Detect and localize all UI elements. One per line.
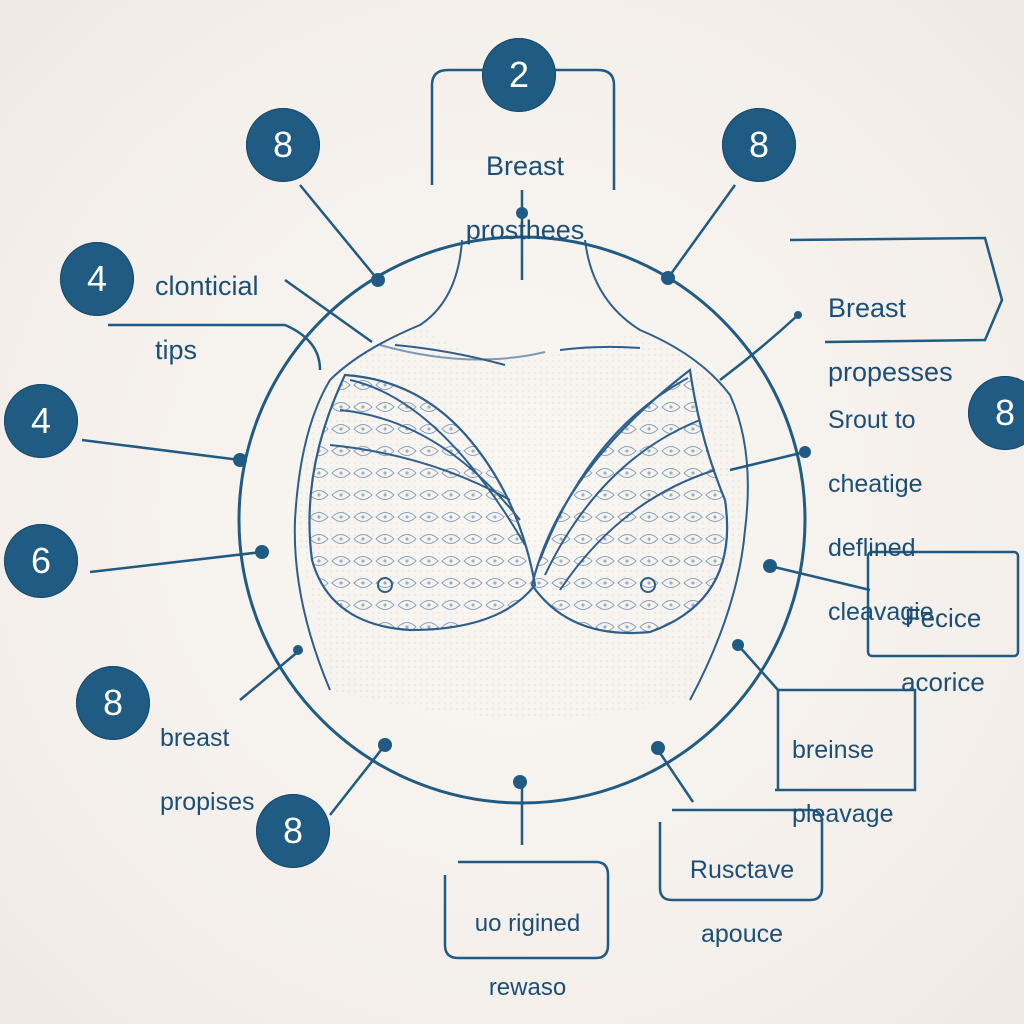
left-cup-sketch bbox=[308, 373, 537, 632]
label-upper-left: clonticial tips bbox=[155, 238, 259, 398]
label-right-lower: breinse pleavage bbox=[792, 702, 893, 862]
badge-left-1: 4 bbox=[60, 242, 134, 316]
badge-left-3: 6 bbox=[4, 524, 78, 598]
label-right-lower-line2: pleavage bbox=[792, 800, 894, 828]
label-bottom-right-line1: Rusctave bbox=[689, 856, 795, 884]
label-frames bbox=[430, 68, 1020, 960]
badge-upper-right: 8 bbox=[722, 108, 796, 182]
leader-lines bbox=[81, 184, 871, 845]
label-upper-left-line2: tips bbox=[155, 335, 198, 365]
badge-lower-left: 8 bbox=[76, 666, 150, 740]
label-right-box-line1: Fecice bbox=[904, 603, 982, 633]
badge-right: 8 bbox=[968, 376, 1024, 450]
badge-top: 2 bbox=[482, 38, 556, 112]
label-right-mid: Srout to cheatige deflined cleavagie bbox=[828, 372, 934, 660]
label-lower-left-line1: breast bbox=[160, 724, 230, 752]
label-right-mid-line2: cheatige bbox=[828, 470, 923, 498]
label-upper-right-line1: Breast bbox=[828, 293, 907, 323]
label-right-lower-line1: breinse bbox=[792, 736, 874, 764]
label-upper-right-line2: propesses bbox=[828, 357, 953, 387]
label-top-line1: Breast bbox=[485, 151, 565, 181]
label-bottom: uo rigined rewaso bbox=[455, 876, 600, 1024]
label-bottom-right: Rusctave apouce bbox=[672, 822, 812, 982]
label-bottom-line1: uo rigined bbox=[474, 910, 581, 937]
label-upper-left-line1: clonticial bbox=[155, 271, 259, 301]
right-cup-sketch bbox=[530, 367, 729, 635]
label-right-mid-line3: deflined bbox=[828, 534, 916, 562]
label-right-box-line2: acorice bbox=[901, 667, 985, 697]
label-lower-left-line2: propises bbox=[160, 788, 255, 816]
label-bottom-line2: rewaso bbox=[488, 974, 567, 1001]
badge-left-2: 4 bbox=[4, 384, 78, 458]
label-bottom-right-line2: apouce bbox=[700, 920, 784, 948]
label-right-mid-line1: Srout to bbox=[828, 406, 916, 434]
label-upper-right: Breast propesses bbox=[828, 260, 953, 420]
anchor-dots bbox=[233, 207, 811, 789]
badge-bottom-left: 8 bbox=[256, 794, 330, 868]
label-right-box: Fecice acorice bbox=[878, 570, 1008, 730]
label-right-mid-line4: cleavagie bbox=[828, 598, 934, 626]
label-top-line2: prosthees bbox=[465, 215, 585, 245]
label-top: Breast prosthees bbox=[450, 118, 600, 278]
badge-upper-left: 8 bbox=[246, 108, 320, 182]
label-lower-left: breast propises bbox=[160, 690, 255, 850]
